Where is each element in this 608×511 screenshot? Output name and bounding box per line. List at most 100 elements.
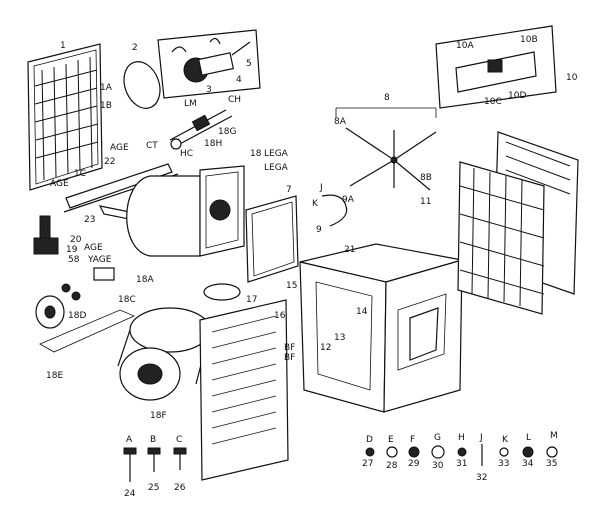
label-23: 23 (84, 215, 95, 225)
hardware-bolt-c-icon (173, 447, 187, 470)
label-18d: 18D (68, 311, 86, 321)
hardware-letter-j: J (479, 433, 483, 443)
label-k: K (312, 199, 319, 209)
bracket-detail-inset (435, 25, 557, 109)
hardware-number-33: 33 (498, 459, 509, 469)
label-21: 21 (344, 245, 355, 255)
label-12: 12 (320, 343, 331, 353)
label-1a: 1A (100, 83, 113, 93)
label-10b: 10B (520, 35, 538, 45)
hardware-bolt-b-icon (147, 447, 161, 472)
water-distributor (321, 107, 437, 227)
label-lega-1: LEGA (264, 149, 289, 159)
hardware-number-32: 32 (476, 473, 487, 483)
label-7: 7 (286, 185, 292, 195)
label-18a: 18A (136, 275, 154, 285)
label-3: 3 (206, 85, 212, 95)
label-9: 9 (316, 225, 322, 235)
hardware-number-29: 29 (408, 459, 420, 469)
cabinet (299, 243, 463, 413)
hardware-letter-c: C (176, 435, 182, 445)
part-labels: 1 2 3 4 5 1A 1B AGE 22 1C AGE 23 LM CH 1… (46, 35, 578, 421)
label-10c: 10C (484, 97, 502, 107)
label-age-1: AGE (110, 143, 129, 153)
label-15: 15 (286, 281, 297, 291)
hardware-number-30: 30 (432, 461, 444, 471)
shaft-assembly (169, 109, 233, 150)
pad-grid (457, 161, 545, 315)
hardware-letter-g: G (434, 433, 441, 443)
label-age-2: AGE (50, 179, 69, 189)
hardware-letter-b: B (150, 435, 156, 445)
label-18e: 18E (46, 371, 63, 381)
ring-gasket (123, 61, 161, 109)
label-58: 58 (68, 255, 80, 265)
hardware-letter-e: E (388, 435, 394, 445)
blower-wheel (117, 307, 211, 401)
label-10d: 10D (508, 91, 526, 101)
motor-detail-inset (157, 29, 261, 99)
hardware-letter-m: M (550, 431, 558, 441)
mounting-hardware (61, 267, 115, 301)
label-18f: 18F (150, 411, 167, 421)
label-bf-2: BF (284, 353, 295, 363)
label-18c: 18C (118, 295, 136, 305)
label-j: J (319, 183, 323, 193)
label-17: 17 (246, 295, 257, 305)
label-yage: YAGE (87, 255, 112, 265)
label-9a: 9A (342, 195, 355, 205)
label-18g: 18G (218, 127, 236, 137)
hardware-number-35: 35 (546, 459, 557, 469)
label-22: 22 (104, 157, 115, 167)
blower-housing (126, 165, 245, 257)
label-4: 4 (236, 75, 242, 85)
label-ct: CT (146, 141, 158, 151)
label-10a: 10A (456, 41, 474, 51)
hardware-number-25: 25 (148, 483, 159, 493)
belt (39, 309, 135, 353)
hardware-letter-d: D (366, 435, 373, 445)
hardware-letter-k: K (502, 435, 509, 445)
hardware-labels: A 24 B 25 C 26 D 27 E 28 F 29 G 30 H 31 … (124, 431, 558, 499)
hardware-small-parts-icons (365, 444, 558, 466)
label-hc: HC (180, 149, 193, 159)
label-10: 10 (566, 73, 578, 83)
hardware-letter-h: H (458, 433, 465, 443)
pump (33, 215, 59, 255)
label-20: 20 (70, 235, 82, 245)
filter-frame (245, 195, 299, 283)
label-1b: 1B (100, 101, 112, 111)
hardware-number-28: 28 (386, 461, 398, 471)
hardware-bolt-a-icon (123, 447, 137, 482)
label-lega-2: LEGA (264, 163, 289, 173)
hardware-letter-f: F (410, 435, 415, 445)
label-1: 1 (60, 41, 66, 51)
label-18h: 18H (204, 139, 222, 149)
label-8a: 8A (334, 117, 347, 127)
label-lm: LM (184, 99, 197, 109)
pulley (35, 295, 65, 329)
hardware-letter-a: A (126, 435, 133, 445)
label-2: 2 (132, 43, 138, 53)
label-14: 14 (356, 307, 368, 317)
hardware-letter-l: L (526, 433, 531, 443)
label-ch: CH (228, 95, 241, 105)
label-13: 13 (334, 333, 345, 343)
label-16: 16 (274, 311, 286, 321)
side-louver-panel (199, 299, 289, 481)
hardware-number-24: 24 (124, 489, 136, 499)
label-19: 19 (66, 245, 78, 255)
hardware-number-34: 34 (522, 459, 534, 469)
label-5: 5 (246, 59, 252, 69)
label-18: 18 (250, 149, 262, 159)
label-8b: 8B (420, 173, 432, 183)
hardware-number-26: 26 (174, 483, 186, 493)
label-8: 8 (384, 93, 390, 103)
label-bf-1: BF (284, 343, 295, 353)
hardware-number-27: 27 (362, 459, 373, 469)
label-11: 11 (420, 197, 431, 207)
label-age-3: AGE (84, 243, 103, 253)
front-grille-panel (27, 43, 103, 191)
